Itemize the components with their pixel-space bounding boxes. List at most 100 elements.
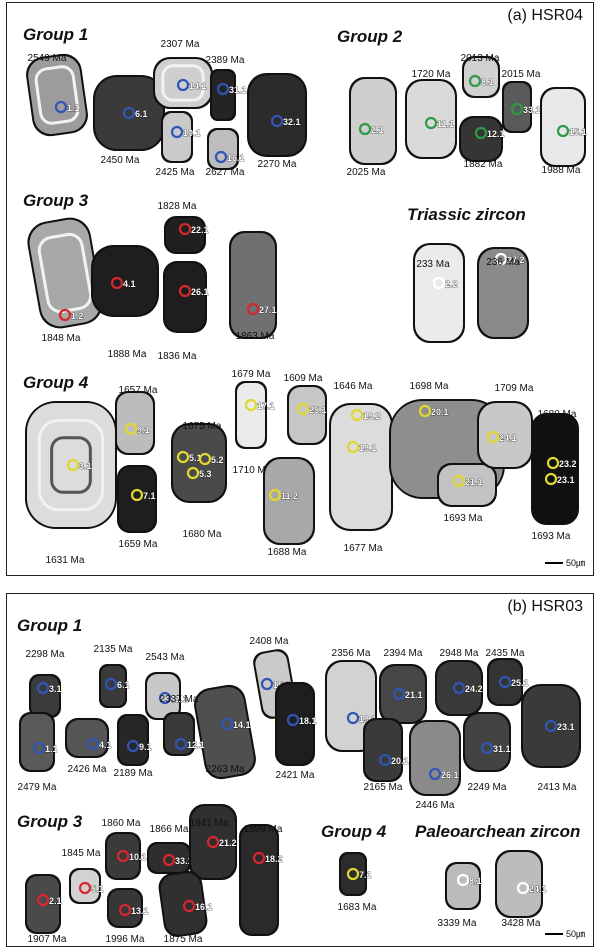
age-label: 1698 Ma — [410, 381, 449, 392]
spot-label: 18.1 — [299, 716, 317, 726]
grain-body — [67, 720, 107, 756]
age-label: 1899 Ma — [244, 824, 283, 835]
zircon-grain — [521, 684, 581, 768]
spot-label: 31.1 — [493, 744, 511, 754]
analysis-spot — [198, 452, 212, 466]
spot-label: 22.1 — [191, 225, 209, 235]
spot-label: 24.1 — [499, 433, 517, 443]
age-label: 1710 Ma — [233, 465, 272, 476]
analysis-spot — [174, 737, 188, 751]
analysis-spot — [158, 691, 172, 705]
grain-body — [327, 662, 375, 750]
age-label: 2446 Ma — [416, 800, 455, 811]
analysis-spot — [220, 717, 234, 731]
group-label-4: Group 4 — [321, 822, 387, 841]
zircon-grain — [153, 57, 213, 109]
spot-label: 1.1 — [67, 103, 80, 113]
spot-label: 32.1 — [283, 117, 301, 127]
analysis-spot — [104, 677, 118, 691]
age-label: 1882 Ma — [464, 159, 503, 170]
zircon-grain — [263, 457, 315, 545]
age-label: 1863 Ma — [236, 331, 275, 342]
age-label: 2421 Ma — [276, 770, 315, 781]
age-label: 1709 Ma — [495, 383, 534, 394]
analysis-spot — [268, 488, 282, 502]
spot-label: 17.1 — [257, 401, 275, 411]
zircon-grain — [147, 842, 191, 874]
age-label: 2413 Ma — [538, 782, 577, 793]
spot-label: 23.2 — [559, 459, 577, 469]
analysis-spot — [246, 302, 260, 316]
spot-label: 33.1 — [175, 856, 193, 866]
age-label: 2263 Ma — [206, 764, 245, 775]
zircon-grain — [145, 672, 181, 720]
spot-label: 16.1 — [195, 902, 213, 912]
analysis-spot — [474, 126, 488, 140]
analysis-spot — [32, 741, 46, 755]
age-label: 1679 Ma — [232, 369, 271, 380]
grain-body — [415, 245, 463, 341]
age-label: 2013 Ma — [461, 53, 500, 64]
zircon-grain — [435, 660, 483, 716]
zircon-grain — [363, 718, 403, 782]
analysis-spot — [498, 675, 512, 689]
scale-label: 50㎛ — [565, 558, 585, 568]
analysis-spot — [428, 767, 442, 781]
spot-label: 23.1 — [557, 475, 575, 485]
analysis-spot — [378, 753, 392, 767]
grain-body — [365, 720, 401, 780]
group-label-1: Group 1 — [23, 25, 89, 44]
age-label: 1988 Ma — [542, 165, 581, 176]
scale-bar: 50㎛ — [544, 927, 585, 940]
age-label: 2426 Ma — [68, 764, 107, 775]
analysis-spot — [350, 408, 364, 422]
grain-body — [196, 686, 254, 778]
zircon-grain — [26, 53, 88, 137]
analysis-spot — [116, 849, 130, 863]
grain-body — [27, 403, 115, 527]
panel-title: (a) HSR04 — [507, 7, 583, 24]
age-label: 1828 Ma — [158, 201, 197, 212]
analysis-spot — [206, 835, 220, 849]
age-label: 1680 Ma — [183, 529, 222, 540]
zircon-grain — [502, 81, 532, 133]
age-label: 2307 Ma — [161, 39, 200, 50]
group-label-4: Group 4 — [23, 373, 89, 392]
age-label: 2549 Ma — [28, 53, 67, 64]
spot-label: 13.1 — [131, 906, 149, 916]
age-label: 2408 Ma — [250, 636, 289, 647]
zircon-grain — [99, 664, 127, 708]
zircon-grain — [27, 217, 103, 329]
panel-hsr04: (a) HSR04 Group 1 Group 2 Group 3 Triass… — [6, 2, 594, 576]
analysis-spot — [170, 125, 184, 139]
grain-body — [523, 686, 579, 766]
analysis-spot — [178, 222, 192, 236]
analysis-spot — [544, 719, 558, 733]
grain-body — [107, 834, 139, 878]
age-label: 236 Ma — [486, 257, 520, 268]
analysis-spot — [346, 440, 360, 454]
spot-label: 27.2 — [507, 255, 525, 265]
group-label-2: Group 2 — [337, 27, 403, 46]
analysis-spot — [58, 308, 72, 322]
group-label-triassic: Triassic zircon — [407, 205, 526, 224]
grain-body — [439, 465, 495, 505]
analysis-spot — [270, 114, 284, 128]
zircon-grain — [287, 385, 327, 445]
grain-body — [341, 854, 365, 894]
spot-label: 15.1 — [569, 127, 587, 137]
zircon-grain — [91, 245, 159, 317]
spot-label: 18.2 — [265, 854, 283, 864]
zircon-grain — [194, 684, 256, 780]
analysis-spot — [418, 404, 432, 418]
zircon-grain — [29, 674, 61, 718]
spot-label: 4.1 — [99, 740, 112, 750]
analysis-spot — [122, 106, 136, 120]
zircon-grain — [339, 852, 367, 896]
age-label: 1875 Ma — [164, 934, 203, 945]
age-label: 1860 Ma — [102, 818, 141, 829]
zircon-grain — [239, 824, 279, 936]
zircon-grain — [171, 423, 227, 503]
analysis-spot — [392, 687, 406, 701]
